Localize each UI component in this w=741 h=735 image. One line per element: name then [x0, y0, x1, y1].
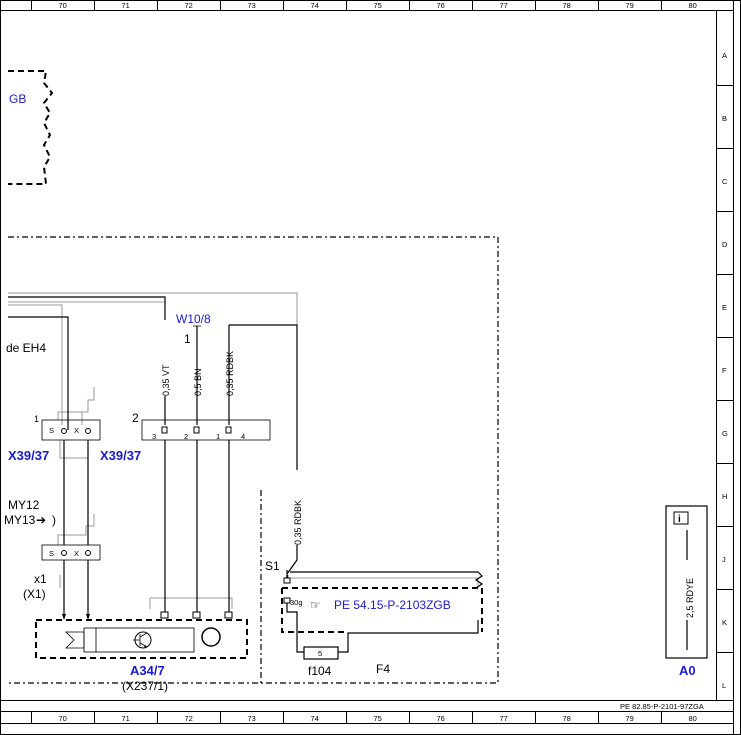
x39-37-label-right[interactable]: X39/37 — [100, 448, 141, 463]
fuse-f104: 5 — [303, 646, 339, 660]
grid-column-label: 70 — [59, 1, 67, 10]
grid-row-label: A — [722, 51, 727, 60]
text-labels: de EH4 W10/8 1 MY12 MY13 ➔ ) x1 (X1) A34… — [4, 312, 704, 711]
w10-8-pin-label: 1 — [184, 332, 191, 346]
wire-label-rdbk-1: 0,35 RDBK — [225, 351, 235, 396]
f4-label: F4 — [376, 662, 390, 676]
grid-column-label: 75 — [374, 1, 382, 10]
grid-column-label: 71 — [122, 1, 130, 10]
s1-pin30g-label: 30g — [290, 598, 303, 607]
x1-paren-label: (X1) — [23, 587, 46, 601]
grid-row-label: F — [722, 366, 727, 375]
grid-column-label: 78 — [563, 714, 571, 723]
grid-row-label: J — [722, 555, 726, 564]
grid-column-label: 74 — [311, 714, 319, 723]
my12-label: MY12 — [8, 498, 40, 512]
wires — [8, 296, 484, 653]
connector-x39-37-right: 2 3 2 1 4 X39/37 — [100, 411, 271, 463]
info-icon: i — [678, 514, 681, 525]
connector-x39-37-left: 1 S X X39/37 — [8, 414, 101, 463]
connector-lower-sx: S X — [41, 544, 101, 561]
wire-label-bn: 0,5 BN — [193, 368, 203, 396]
upper-left-module: GB — [8, 70, 54, 185]
grid-column-label: 78 — [563, 1, 571, 10]
grid-row-label: G — [722, 429, 728, 438]
grid-column-label: 73 — [248, 1, 256, 10]
f104-label: f104 — [308, 664, 332, 678]
eh4-label: de EH4 — [6, 341, 46, 355]
w10-8-label[interactable]: W10/8 — [176, 312, 211, 326]
a0-label[interactable]: A0 — [679, 663, 696, 678]
my13-label: MY13 — [4, 513, 36, 527]
pin-3-label: 3 — [152, 432, 156, 441]
control-unit-boundary — [8, 236, 499, 684]
grid-column-label: 72 — [185, 714, 193, 723]
gb-label[interactable]: GB — [9, 92, 26, 106]
a34-7-label[interactable]: A34/7 — [130, 663, 165, 678]
grid-column-label: 73 — [248, 714, 256, 723]
grid-row-label: B — [722, 114, 727, 123]
grid-columns-top: 70 71 72 73 74 75 76 77 78 79 80 — [31, 0, 697, 10]
connector-num-2: 2 — [132, 411, 139, 425]
x237-1-label: (X237/1) — [122, 679, 168, 693]
pe-reference-link[interactable]: PE 54.15-P-2103ZGB — [334, 598, 451, 612]
hand-pointer-icon: ☞ — [310, 598, 321, 612]
grid-row-label: H — [722, 492, 727, 501]
shield-lines — [8, 292, 479, 609]
grid-column-label: 79 — [626, 1, 634, 10]
grid-row-label: K — [722, 618, 727, 627]
pin-2-label: 2 — [184, 432, 188, 441]
s1-label: S1 — [265, 559, 280, 573]
grid-column-label: 70 — [59, 714, 67, 723]
pin-1-label: 1 — [216, 432, 220, 441]
grid-column-label: 76 — [437, 714, 445, 723]
grid-column-label: 79 — [626, 714, 634, 723]
grid-column-label: 71 — [122, 714, 130, 723]
grid-column-label: 77 — [500, 714, 508, 723]
pin-x-label: X — [74, 426, 79, 435]
pin-s-label: S — [49, 426, 54, 435]
document-id: PE 82.85-P-2101-97ZGA — [620, 702, 704, 711]
wire-label-rdbk-2: 0,35 RDBK — [293, 500, 303, 545]
a34-7-component[interactable] — [35, 611, 248, 659]
grid-column-label: 72 — [185, 1, 193, 10]
grid-column-label: 76 — [437, 1, 445, 10]
arrow-right-icon: ➔ — [36, 513, 46, 527]
pin-arrows — [62, 614, 90, 620]
pin-4-label: 4 — [241, 432, 245, 441]
wire-label-vt: 0,35 VT — [161, 364, 171, 396]
a0-info-box[interactable]: i — [665, 505, 708, 659]
pin-s-label-lower: S — [49, 549, 54, 558]
grid-columns-bottom: 70 71 72 73 74 75 76 77 78 79 80 — [31, 711, 697, 723]
grid-row-label: C — [722, 177, 728, 186]
grid-row-label: E — [722, 303, 727, 312]
x39-37-label-left[interactable]: X39/37 — [8, 448, 49, 463]
wire-labels: 0,35 VT 0,5 BN 0,35 RDBK 0,35 RDBK 2,5 R… — [161, 351, 695, 618]
grid-column-label: 74 — [311, 1, 319, 10]
paren-close: ) — [52, 513, 56, 527]
connector-num-1: 1 — [34, 414, 39, 424]
grid-column-label: 75 — [374, 714, 382, 723]
grid-column-label: 80 — [689, 1, 697, 10]
grid-rows-right: A B C D E F G H J K L — [716, 51, 733, 690]
grid-row-label: D — [722, 240, 728, 249]
grid-row-label: L — [722, 681, 726, 690]
x1-label: x1 — [34, 572, 47, 586]
s1-switch-box[interactable]: ☞ PE 54.15-P-2103ZGB — [281, 577, 483, 633]
fuse-number: 5 — [318, 649, 322, 658]
grid-column-label: 80 — [689, 714, 697, 723]
pin-x-label-lower: X — [74, 549, 79, 558]
grid-column-label: 77 — [500, 1, 508, 10]
wire-label-rdye: 2,5 RDYE — [685, 578, 695, 618]
